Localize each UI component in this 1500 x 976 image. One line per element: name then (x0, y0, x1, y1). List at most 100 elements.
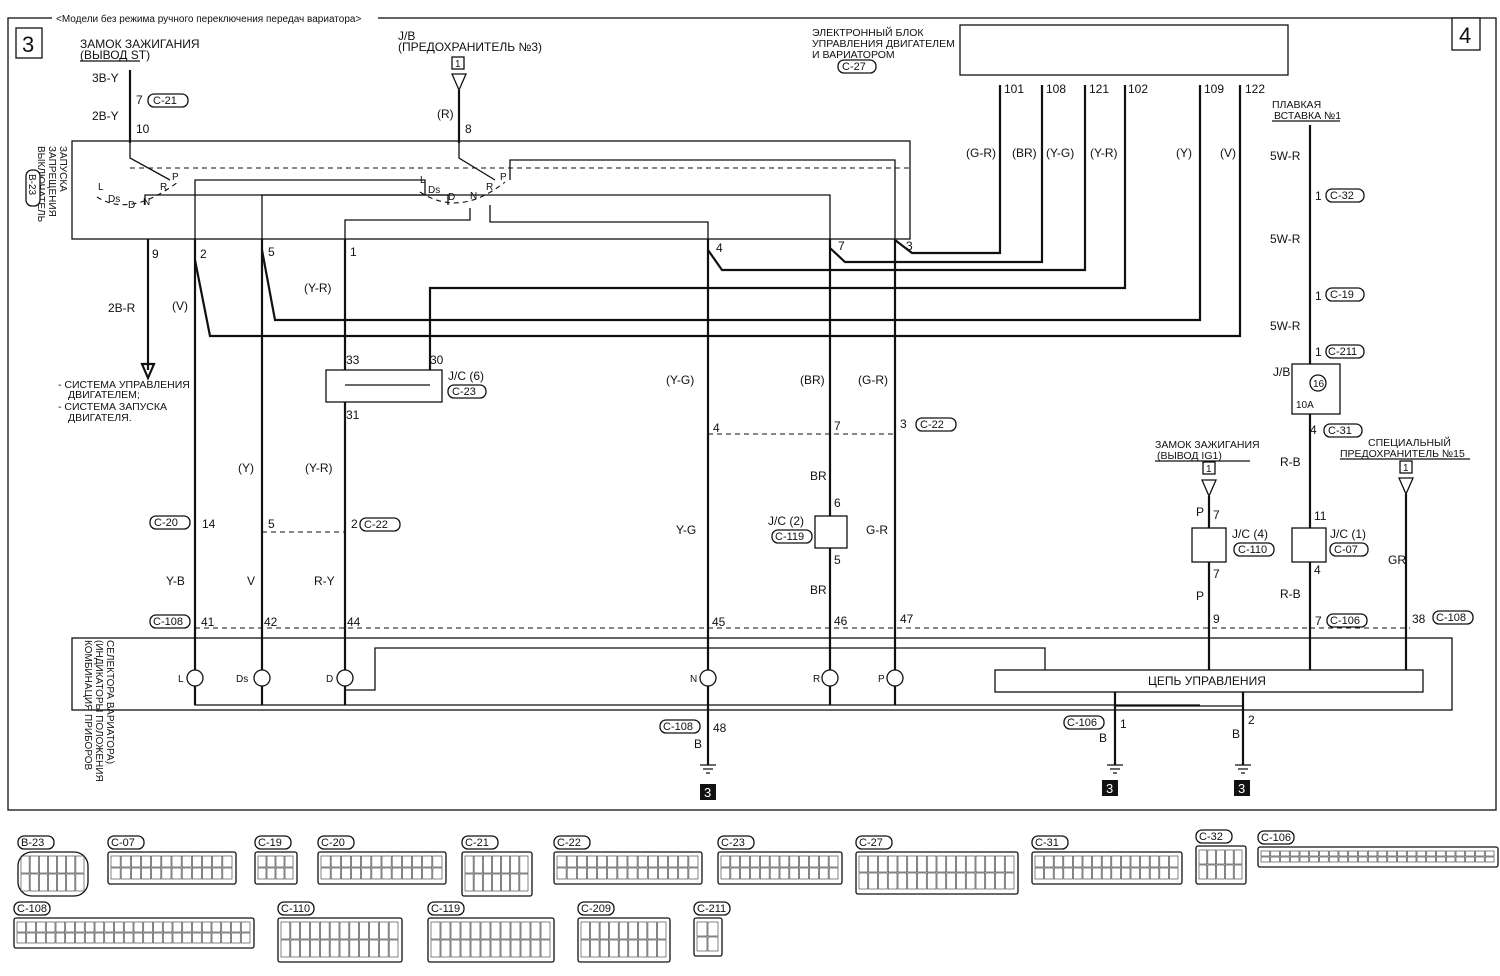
svg-text:C-108: C-108 (17, 903, 47, 915)
ground-marker-3 (1234, 780, 1250, 796)
connector-legend-c-23: C-23 (717, 835, 843, 885)
pin-number: 7 (1213, 567, 1220, 581)
jb-right-amp: 10A (1296, 400, 1314, 411)
svg-text:R: R (813, 674, 820, 685)
jc4-label: J/C (4) (1232, 527, 1268, 541)
connector-legend-c-209: C-209 (577, 901, 671, 963)
svg-text:C-21: C-21 (465, 837, 489, 849)
switch-right-Ds: Ds (428, 185, 440, 196)
sf15-triangle (1398, 477, 1414, 496)
pin-number: 1 (1315, 289, 1322, 303)
engine-system-note: - СИСТЕМА УПРАВЛЕНИЯ ДВИГАТЕЛЕМ; - СИСТЕ… (58, 379, 193, 424)
indicator-P: P (878, 669, 904, 687)
pin-number: 102 (1128, 82, 1148, 96)
pin-number: 4 (713, 421, 720, 435)
pin-number: 42 (264, 615, 278, 629)
conn-ref-c211: C-211 (1325, 344, 1365, 359)
svg-text:D: D (326, 674, 333, 685)
switch-right-D: D (448, 192, 455, 203)
wire-label: (Y) (238, 461, 254, 475)
conn-ref-c31: C-31 (1323, 423, 1363, 438)
pin-number: 7 (838, 239, 845, 253)
page-number-left: 3 (22, 32, 34, 57)
ignition-st-label: ЗАМОК ЗАЖИГАНИЯ (ВЫВОД ST) (80, 37, 203, 62)
pin-number: 7 (1213, 508, 1220, 522)
pin-number: 7 (136, 93, 143, 107)
jc1-conn-text: C-07 (1334, 544, 1358, 556)
indicator-Ds: Ds (236, 669, 271, 687)
conn-ref-c106b: C-106 (1326, 613, 1368, 628)
jc2-conn-ref (771, 529, 813, 544)
wire-label: R-Y (314, 574, 335, 588)
pin-number: 7 (1315, 614, 1322, 628)
svg-text:L: L (178, 674, 184, 685)
pin-number: 11 (1314, 509, 1327, 523)
pin-number: 2 (1248, 713, 1255, 727)
wire-label: (V) (1220, 146, 1236, 160)
conn-ref-c32: C-32 (1325, 188, 1365, 203)
pin-number: 30 (430, 353, 444, 367)
page-marker-left (15, 27, 43, 59)
pin-number: 48 (713, 721, 727, 735)
page-number-right: 4 (1459, 23, 1471, 48)
svg-text:C-20: C-20 (321, 837, 345, 849)
jc2-conn-text: C-119 (775, 531, 804, 543)
inhibitor-switch-box (71, 140, 911, 240)
indicator-N: N (690, 669, 717, 687)
switch-left-D: D (128, 200, 135, 211)
wire-label: 3B-Y (92, 71, 119, 85)
pin-number: 122 (1245, 82, 1265, 96)
svg-text:C-31: C-31 (1328, 425, 1352, 437)
sf15-num-box (1399, 460, 1413, 474)
conn-ref-c19: C-19 (1325, 287, 1365, 302)
ground-symbol-2 (1107, 764, 1123, 774)
pin-number: 2 (351, 517, 358, 531)
svg-text:3: 3 (1106, 781, 1113, 796)
svg-text:Ds: Ds (236, 674, 248, 685)
svg-text:C-21: C-21 (153, 95, 177, 107)
switch-left-Ds: Ds (108, 194, 120, 205)
svg-text:C-211: C-211 (697, 903, 726, 915)
switch-right-P: P (500, 172, 507, 183)
svg-text:C-22: C-22 (364, 519, 388, 531)
jc4-conn-ref (1233, 542, 1275, 557)
connector-legend-c-32: C-32 (1195, 829, 1247, 885)
pin-number: 33 (346, 353, 360, 367)
pin-number: 46 (834, 614, 848, 628)
pin-number: 9 (152, 247, 159, 261)
switch-right-N: N (470, 191, 477, 202)
wire-label: B (1099, 731, 1107, 745)
conn-ref-c22a: C-22 (915, 417, 957, 432)
svg-text:C-106: C-106 (1330, 615, 1360, 627)
wire-label: (R) (437, 107, 454, 121)
wire-label: P (1196, 505, 1204, 519)
pin-number: 1 (1315, 345, 1322, 359)
wire-label: R-B (1280, 455, 1301, 469)
svg-text:N: N (690, 674, 697, 685)
wire-label: P (1196, 589, 1204, 603)
svg-text:C-106: C-106 (1067, 717, 1097, 729)
pin-number: 5 (268, 517, 275, 531)
pin-number: 3 (900, 417, 907, 431)
pin-number: 10 (136, 122, 150, 136)
conn-ref-c108c: C-108 (1432, 610, 1474, 625)
pin-number: 108 (1046, 82, 1066, 96)
pin-number: 109 (1204, 82, 1224, 96)
pin-number: 1 (1120, 717, 1127, 731)
switch-left-N: N (143, 197, 150, 208)
pin-number: 3 (906, 239, 913, 253)
wire-label: (G-R) (966, 146, 996, 160)
wire-label: 2B-Y (92, 109, 119, 123)
svg-text:C-32: C-32 (1330, 190, 1354, 202)
ecu-conn-ref (837, 59, 877, 74)
jc1-box (1291, 527, 1327, 563)
svg-text:C-23: C-23 (721, 837, 745, 849)
pin-number: 1 (1315, 189, 1322, 203)
pin-number: 44 (347, 615, 361, 629)
inhibitor-conn-text: B-23 (26, 174, 37, 196)
ecu-label: ЭЛЕКТРОННЫЙ БЛОК УПРАВЛЕНИЯ ДВИГАТЕЛЕМ И… (812, 26, 958, 61)
connector-legend-c-20: C-20 (317, 835, 447, 885)
fuse3-triangle (451, 73, 467, 92)
